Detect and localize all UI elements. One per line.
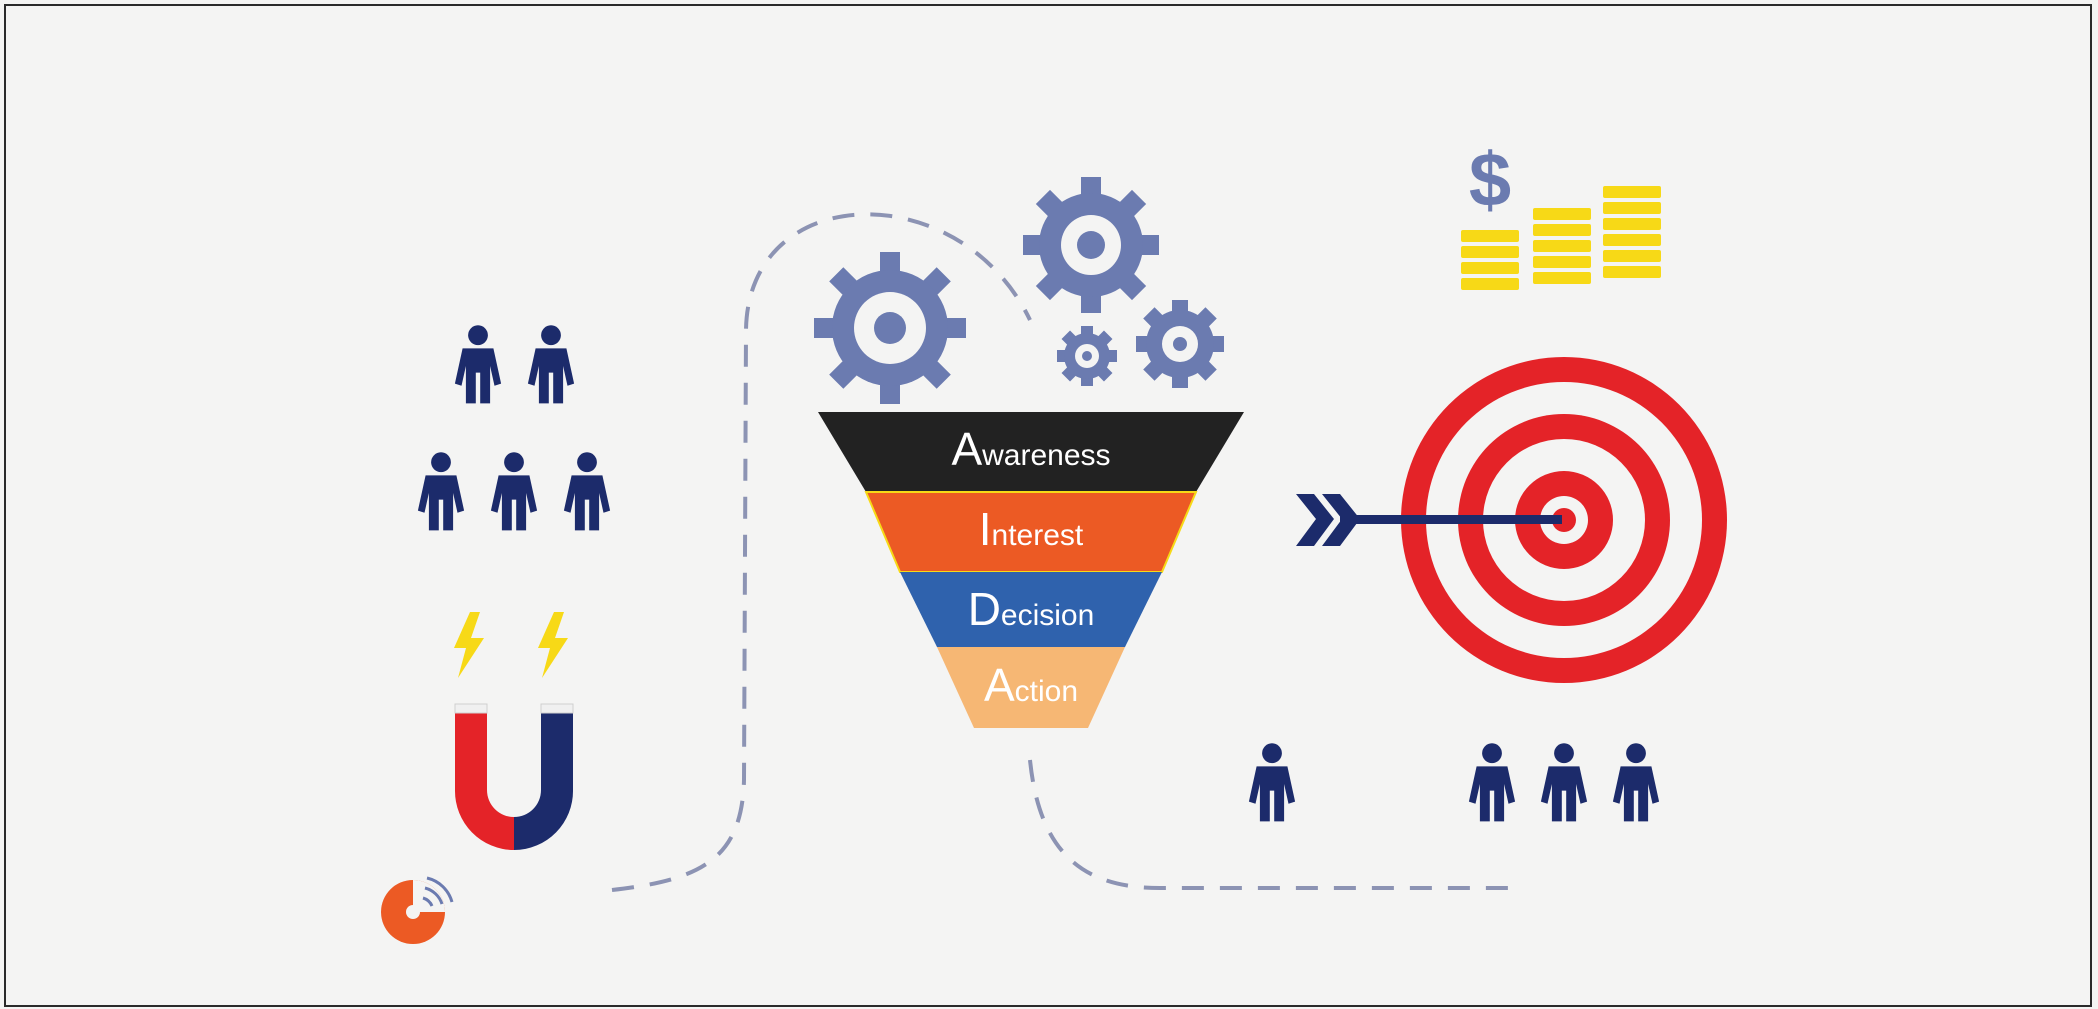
person-icon [490, 452, 538, 531]
lightning-bolt-icon [538, 612, 568, 678]
funnel-label-action: Action [983, 659, 1079, 711]
arrow-icon [1296, 494, 1562, 546]
coin-stack-icon [1603, 186, 1661, 278]
person-icon [1248, 743, 1296, 822]
person-icon [454, 325, 502, 404]
coin-stack-icon [1461, 230, 1519, 290]
coin-stack-icon [1533, 208, 1591, 284]
sales-funnel [818, 412, 1244, 728]
journey-dashed-path-end [1028, 759, 1510, 890]
funnel-stage-decision [900, 572, 1162, 647]
funnel-label-awareness: Awareness [951, 423, 1111, 475]
funnel-label-decision: Decision [967, 583, 1095, 635]
audience-group [417, 325, 611, 531]
gear-icon [1136, 300, 1224, 388]
gear-icon [1023, 177, 1159, 313]
gear-icon [1057, 326, 1117, 386]
funnel-label-interest: Interest [978, 503, 1084, 555]
journey-dashed-path [611, 212, 1032, 892]
person-icon [1540, 743, 1588, 822]
svg-text:$: $ [1469, 138, 1511, 223]
person-icon [527, 325, 575, 404]
person-icon [1468, 743, 1516, 822]
magnet-icon [454, 703, 574, 850]
funnel-stage-awareness [818, 412, 1244, 492]
person-icon [1612, 743, 1660, 822]
person-icon [417, 452, 465, 531]
broadcast-icon [381, 876, 454, 944]
gear-icon [814, 252, 966, 404]
target-icon [1401, 357, 1727, 683]
funnel-stage-action [937, 647, 1125, 728]
lightning-bolt-icon [454, 612, 484, 678]
person-icon [563, 452, 611, 531]
dollar-sign-icon: $ [1469, 138, 1511, 223]
